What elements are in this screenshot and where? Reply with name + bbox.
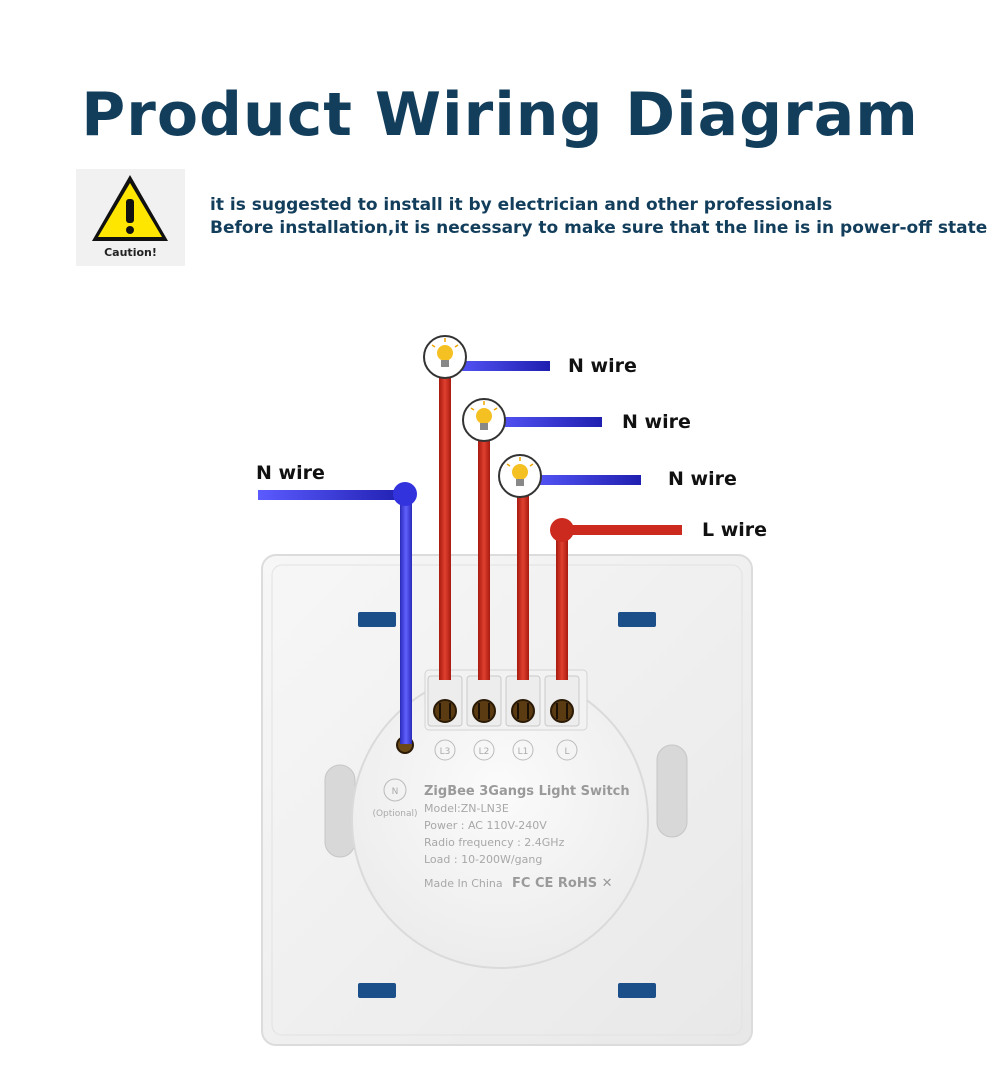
product-radio: Radio frequency : 2.4GHz [424,836,565,849]
terminal-label-l1: L1 [518,747,529,757]
product-name: ZigBee 3Gangs Light Switch [424,784,630,799]
product-power: Power : AC 110V-240V [424,819,547,832]
terminal-n-optional: (Optional) [372,809,417,819]
terminal-label-l2: L2 [479,747,490,757]
n-wire-top [445,361,550,371]
light-bulb-icon [423,335,467,379]
product-certs: FC CE RoHS ✕ [512,876,613,891]
n-wire-left [258,482,417,744]
n-wire-mid [484,417,602,427]
load-wire-l2 [478,435,490,680]
load-wire-l1 [517,490,529,680]
n-wire-low-label: N wire [668,468,737,490]
terminal-block [427,675,580,727]
light-bulb-icon [498,454,542,498]
terminal-labels: L3 L2 L1 L N (Optional) [372,739,578,819]
n-wire-left-label: N wire [256,462,325,484]
terminal-label-l: L [564,747,569,757]
n-wire-top-label: N wire [568,355,637,377]
product-model: Model:ZN-LN3E [424,802,509,815]
terminal-l [544,675,580,727]
caution-sign: Caution! [76,169,185,266]
caution-label: Caution! [104,246,157,259]
n-wire-low [523,475,641,485]
warning-triangle-icon [92,175,168,241]
light-bulb-icon [462,398,506,442]
n-wire-mid-label: N wire [622,411,691,433]
notice-line-2: Before installation,it is necessary to m… [210,218,988,238]
terminal-label-l3: L3 [440,747,451,757]
terminal-l2 [466,675,502,727]
notice-line-1: it is suggested to install it by electri… [210,195,833,215]
product-label: ZigBee 3Gangs Light Switch Model:ZN-LN3E… [424,784,630,891]
product-load: Load : 10-200W/gang [424,853,542,866]
load-wire-l3 [439,375,451,680]
page-title: Product Wiring Diagram [81,80,919,150]
product-origin: Made In China [424,877,503,890]
terminal-l1 [505,675,541,727]
l-wire-label: L wire [702,519,767,541]
terminal-l3 [427,675,463,727]
l-wire [550,518,682,680]
terminal-label-n: N [392,787,399,797]
